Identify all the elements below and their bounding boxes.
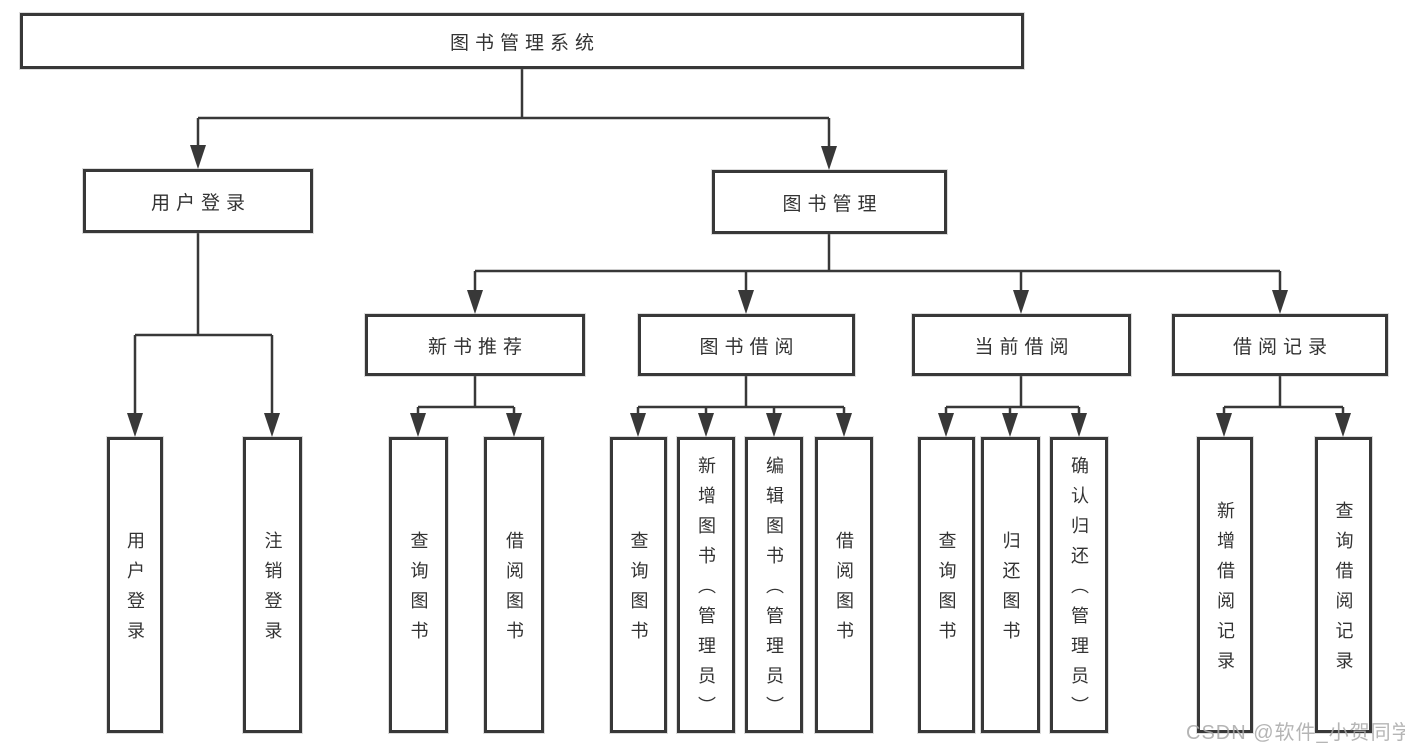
node-current-borrowing: 当前借阅 — [912, 314, 1131, 376]
node-new-book-recommend: 新书推荐 — [365, 314, 585, 376]
leaf-query-books-2: 查询图书 — [610, 437, 667, 733]
arrowhead-leaf-query-books-1 — [410, 413, 426, 437]
arrowhead-leaf-query-books-3 — [938, 413, 954, 437]
arrowhead-leaf-confirm-return — [1071, 413, 1087, 437]
leaf-borrow-books-2: 借阅图书 — [815, 437, 873, 733]
arrowhead-leaf-query-record — [1335, 413, 1351, 437]
arrowhead-book-borrowing — [738, 290, 754, 314]
leaf-edit-book-admin-label: 编辑图书（管理员） — [764, 456, 784, 726]
leaf-logout-label: 注销登录 — [262, 531, 283, 651]
csdn-watermark: CSDN @软件_小贺同学 — [1186, 722, 1405, 744]
arrowhead-leaf-logout — [264, 413, 280, 437]
arrowhead-leaf-add-record — [1216, 413, 1232, 437]
leaf-add-book-admin: 新增图书（管理员） — [677, 437, 735, 733]
leaf-borrow-books-1: 借阅图书 — [484, 437, 544, 733]
arrowhead-leaf-borrow-books-2 — [836, 413, 852, 437]
node-new-book-recommend-label: 新书推荐 — [427, 336, 528, 358]
node-book-management: 图书管理 — [712, 170, 947, 234]
node-user-login: 用户登录 — [83, 169, 313, 233]
leaf-borrow-books-2-label: 借阅图书 — [834, 531, 854, 651]
leaf-return-books-label: 归还图书 — [1000, 531, 1021, 651]
leaf-logout: 注销登录 — [243, 437, 302, 733]
leaf-confirm-return-admin: 确认归还（管理员） — [1050, 437, 1108, 733]
leaf-user-login-label: 用户登录 — [125, 531, 145, 651]
leaf-query-books-3: 查询图书 — [918, 437, 975, 733]
leaf-query-books-1: 查询图书 — [389, 437, 448, 733]
arrowhead-leaf-add-book — [698, 413, 714, 437]
node-user-login-label: 用户登录 — [150, 192, 251, 214]
leaf-add-borrow-record-label: 新增借阅记录 — [1215, 501, 1235, 681]
arrowhead-current-borrowing — [1013, 290, 1029, 314]
leaf-query-books-2-label: 查询图书 — [628, 531, 649, 651]
arrowhead-borrowing-records — [1272, 290, 1288, 314]
arrowhead-user-login — [190, 145, 206, 169]
arrowhead-new-book-recommend — [467, 290, 483, 314]
leaf-add-book-admin-label: 新增图书（管理员） — [696, 456, 716, 726]
arrowhead-leaf-return-books — [1002, 413, 1018, 437]
leaf-borrow-books-1-label: 借阅图书 — [504, 531, 524, 651]
node-borrowing-records-label: 借阅记录 — [1232, 336, 1333, 358]
node-book-borrowing: 图书借阅 — [638, 314, 855, 376]
node-current-borrowing-label: 当前借阅 — [974, 336, 1075, 358]
leaf-return-books: 归还图书 — [981, 437, 1040, 733]
node-book-management-label: 图书管理 — [782, 193, 883, 215]
arrowhead-leaf-edit-book — [766, 413, 782, 437]
arrowhead-leaf-user-login — [127, 413, 143, 437]
arrowhead-leaf-query-books-2 — [630, 413, 646, 437]
leaf-query-borrow-record: 查询借阅记录 — [1315, 437, 1372, 733]
leaf-confirm-return-admin-label: 确认归还（管理员） — [1069, 456, 1089, 726]
leaf-add-borrow-record: 新增借阅记录 — [1197, 437, 1253, 733]
leaf-query-books-3-label: 查询图书 — [936, 531, 957, 651]
leaf-query-books-1-label: 查询图书 — [408, 531, 429, 651]
leaf-query-borrow-record-label: 查询借阅记录 — [1333, 501, 1354, 681]
node-book-borrowing-label: 图书借阅 — [699, 336, 800, 358]
node-root: 图书管理系统 — [20, 13, 1024, 69]
arrowhead-book-management — [821, 146, 837, 170]
node-root-label: 图书管理系统 — [449, 32, 600, 54]
arrowhead-leaf-borrow-books-1 — [506, 413, 522, 437]
leaf-edit-book-admin: 编辑图书（管理员） — [745, 437, 803, 733]
leaf-user-login: 用户登录 — [107, 437, 163, 733]
node-borrowing-records: 借阅记录 — [1172, 314, 1388, 376]
